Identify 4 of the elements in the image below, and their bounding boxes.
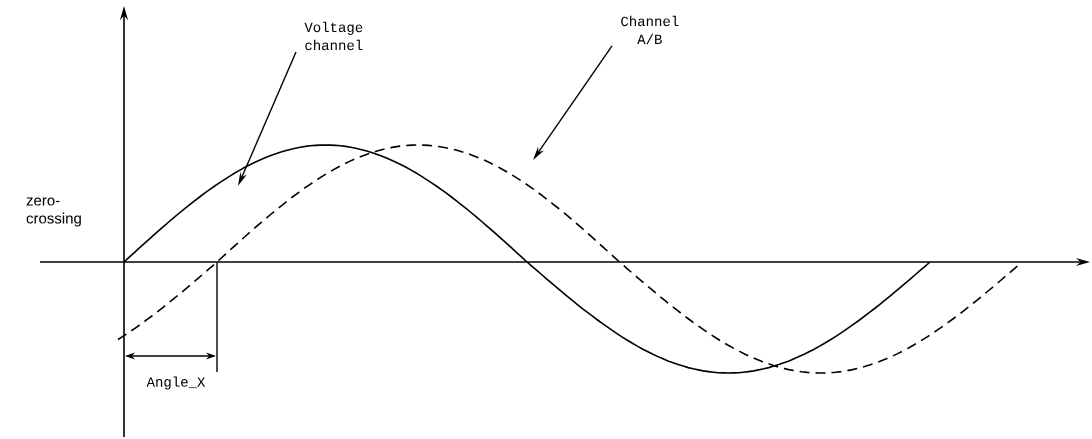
dimension-label: Angle_X	[146, 376, 206, 390]
callout-text: Voltage channel	[304, 21, 363, 51]
callout-text: Channel A/B	[621, 15, 679, 45]
axis-label: zero-crossing	[26, 197, 81, 227]
